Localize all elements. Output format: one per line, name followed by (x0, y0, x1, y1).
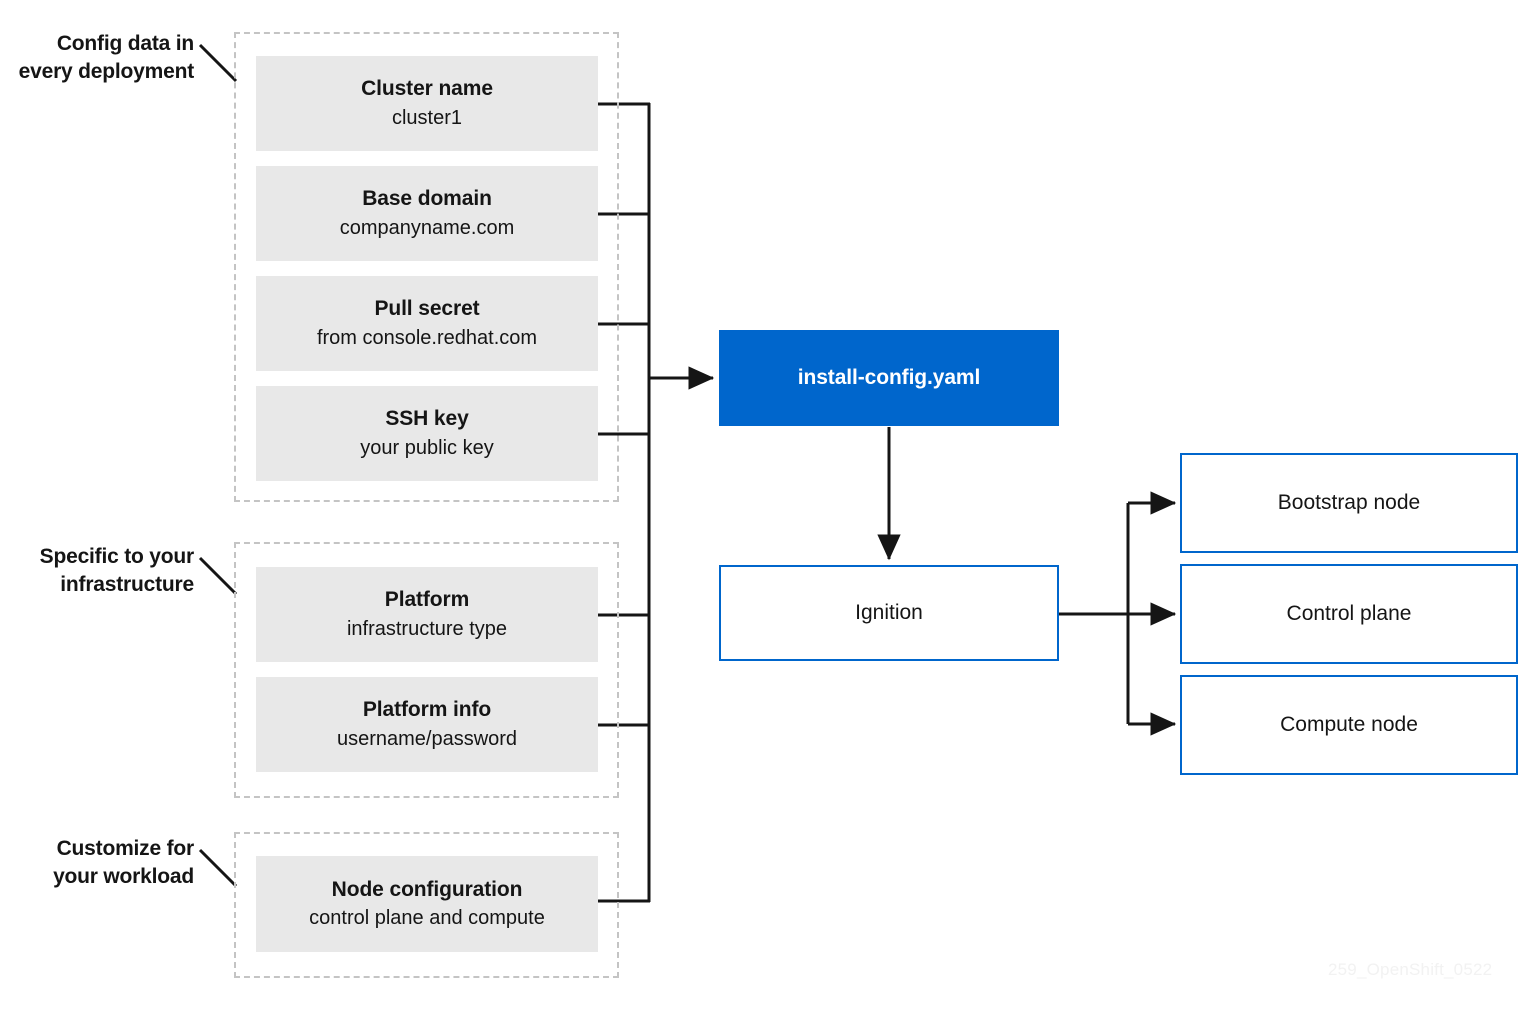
card-ssh-key[interactable]: SSH key your public key (256, 386, 598, 481)
annotation-customize-for-your-workload: Customize for your workload (0, 835, 194, 890)
annotation-line-1: Customize for (56, 837, 195, 860)
card-title: Pull secret (374, 297, 480, 321)
annotation-line-2: infrastructure (60, 572, 194, 596)
ignition-label: Ignition (855, 601, 923, 624)
annotation-line-2: every deployment (18, 59, 195, 83)
bootstrap-node-block[interactable]: Bootstrap node (1180, 453, 1518, 553)
card-title: SSH key (385, 407, 469, 431)
card-title: Node configuration (331, 877, 523, 901)
card-subtitle: from console.redhat.com (316, 326, 538, 349)
compute-node-label: Compute node (1280, 713, 1418, 736)
annotation-line-1: Specific to your (39, 545, 195, 568)
card-subtitle: control plane and compute (309, 907, 545, 930)
card-title: Platform info (362, 698, 492, 722)
card-cluster-name[interactable]: Cluster name cluster1 (256, 56, 598, 151)
compute-node-block[interactable]: Compute node (1180, 675, 1518, 775)
card-subtitle: your public key (360, 436, 494, 459)
group-common-config (234, 32, 619, 502)
install-config-yaml-block[interactable]: install-config.yaml (719, 330, 1059, 426)
control-plane-label: Control plane (1286, 602, 1412, 625)
leader-line-infrastructure (198, 556, 238, 596)
annotation-config-data-every-deployment: Config data in every deployment (0, 30, 195, 85)
annotation-line-1: Config data in (56, 32, 194, 55)
card-title: Platform (384, 588, 470, 612)
card-subtitle: username/password (336, 727, 518, 750)
group-infrastructure (234, 542, 619, 798)
leader-line-workload (198, 848, 238, 888)
annotation-specific-to-your-infrastructure: Specific to your infrastructure (0, 543, 195, 598)
card-title: Base domain (362, 187, 492, 211)
card-subtitle: companyname.com (339, 216, 515, 239)
card-title: Cluster name (361, 77, 493, 101)
install-config-yaml-label: install-config.yaml (797, 366, 981, 389)
card-subtitle: infrastructure type (346, 617, 508, 640)
card-platform-info[interactable]: Platform info username/password (256, 677, 598, 772)
bootstrap-node-label: Bootstrap node (1277, 491, 1421, 514)
group-workload (234, 832, 619, 978)
ignition-block[interactable]: Ignition (719, 565, 1059, 661)
card-subtitle: cluster1 (391, 106, 463, 129)
card-platform[interactable]: Platform infrastructure type (256, 567, 598, 662)
control-plane-block[interactable]: Control plane (1180, 564, 1518, 664)
annotation-line-2: your workload (53, 864, 194, 888)
watermark: 259_OpenShift_0522 (1328, 960, 1493, 979)
card-node-configuration[interactable]: Node configuration control plane and com… (256, 856, 598, 952)
leader-line-config-data (198, 43, 238, 83)
card-pull-secret[interactable]: Pull secret from console.redhat.com (256, 276, 598, 371)
card-base-domain[interactable]: Base domain companyname.com (256, 166, 598, 261)
